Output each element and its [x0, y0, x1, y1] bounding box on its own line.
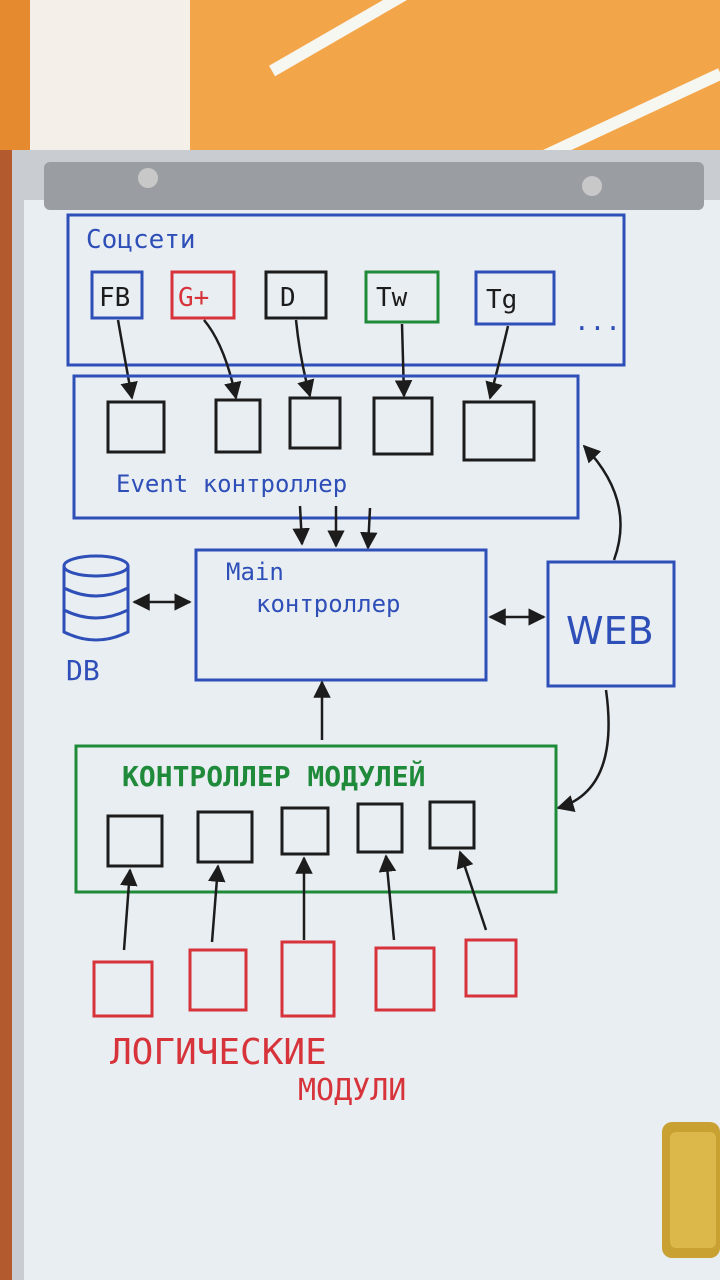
social-network-d: D — [264, 270, 328, 320]
main-controller-line2: контроллер — [256, 590, 401, 618]
logic-modules-line2: МОДУЛИ — [298, 1073, 406, 1108]
event-slot — [106, 400, 166, 454]
module-slot — [106, 814, 164, 868]
logic-module — [280, 940, 336, 1018]
event-controller-label: Event контроллер — [116, 470, 347, 498]
event-slot — [462, 400, 536, 462]
ceiling-panel — [150, 0, 720, 160]
db-label: DB — [66, 654, 100, 687]
event-slot — [214, 398, 262, 454]
social-network-tw: Tw — [364, 270, 440, 324]
logic-to-module-arrows — [120, 850, 488, 951]
module-controller-slots — [106, 800, 476, 868]
logic-module — [188, 948, 248, 1012]
event-slot — [372, 396, 434, 456]
social-label-fb: FB — [99, 283, 130, 313]
logic-modules — [92, 938, 518, 1018]
social-label-d: D — [280, 283, 296, 313]
database-icon — [62, 554, 130, 642]
main-controller-box — [194, 548, 488, 682]
logic-module — [374, 946, 436, 1012]
module-controller-label: КОНТРОЛЛЕР МОДУЛЕЙ — [122, 759, 425, 793]
module-controller-box — [74, 744, 558, 894]
eraser-icon — [662, 1122, 720, 1258]
social-label-tw: Tw — [376, 283, 408, 313]
module-slot — [356, 802, 404, 854]
social-group-title: Соцсети — [86, 225, 196, 255]
web-to-modules-arrow — [556, 689, 610, 812]
web-to-event-arrow — [582, 444, 622, 561]
social-network-gplus: G+ — [170, 270, 236, 320]
social-network-fb: FB — [90, 270, 144, 320]
clip-knob-right — [582, 176, 602, 196]
social-to-event-arrows — [116, 319, 510, 400]
module-slot — [196, 810, 254, 864]
module-slot — [428, 800, 476, 850]
clip-knob-left — [138, 168, 158, 188]
event-controller-slots — [106, 396, 536, 462]
ceiling-light-1 — [269, 0, 431, 77]
whiteboard — [24, 200, 720, 1280]
logic-module — [92, 960, 154, 1018]
web-box — [546, 560, 676, 688]
social-label-gplus: G+ — [178, 283, 209, 313]
ceiling-light-2 — [536, 68, 720, 164]
event-slot — [288, 396, 342, 450]
curtain — [30, 0, 190, 150]
web-label: WEB — [566, 609, 654, 653]
event-to-main-arrows — [292, 505, 378, 550]
social-label-tg: Tg — [486, 285, 517, 315]
logic-module — [464, 938, 518, 998]
event-controller-box — [72, 374, 580, 520]
board-clip-bar — [44, 162, 704, 210]
social-network-tg: Tg — [474, 270, 556, 326]
main-controller-line1: Main — [226, 558, 284, 586]
logic-modules-line1: ЛОГИЧЕСКИЕ — [110, 1032, 327, 1073]
social-more-ellipsis: ... — [574, 307, 621, 337]
module-slot — [280, 806, 330, 856]
social-group-box — [66, 213, 626, 367]
